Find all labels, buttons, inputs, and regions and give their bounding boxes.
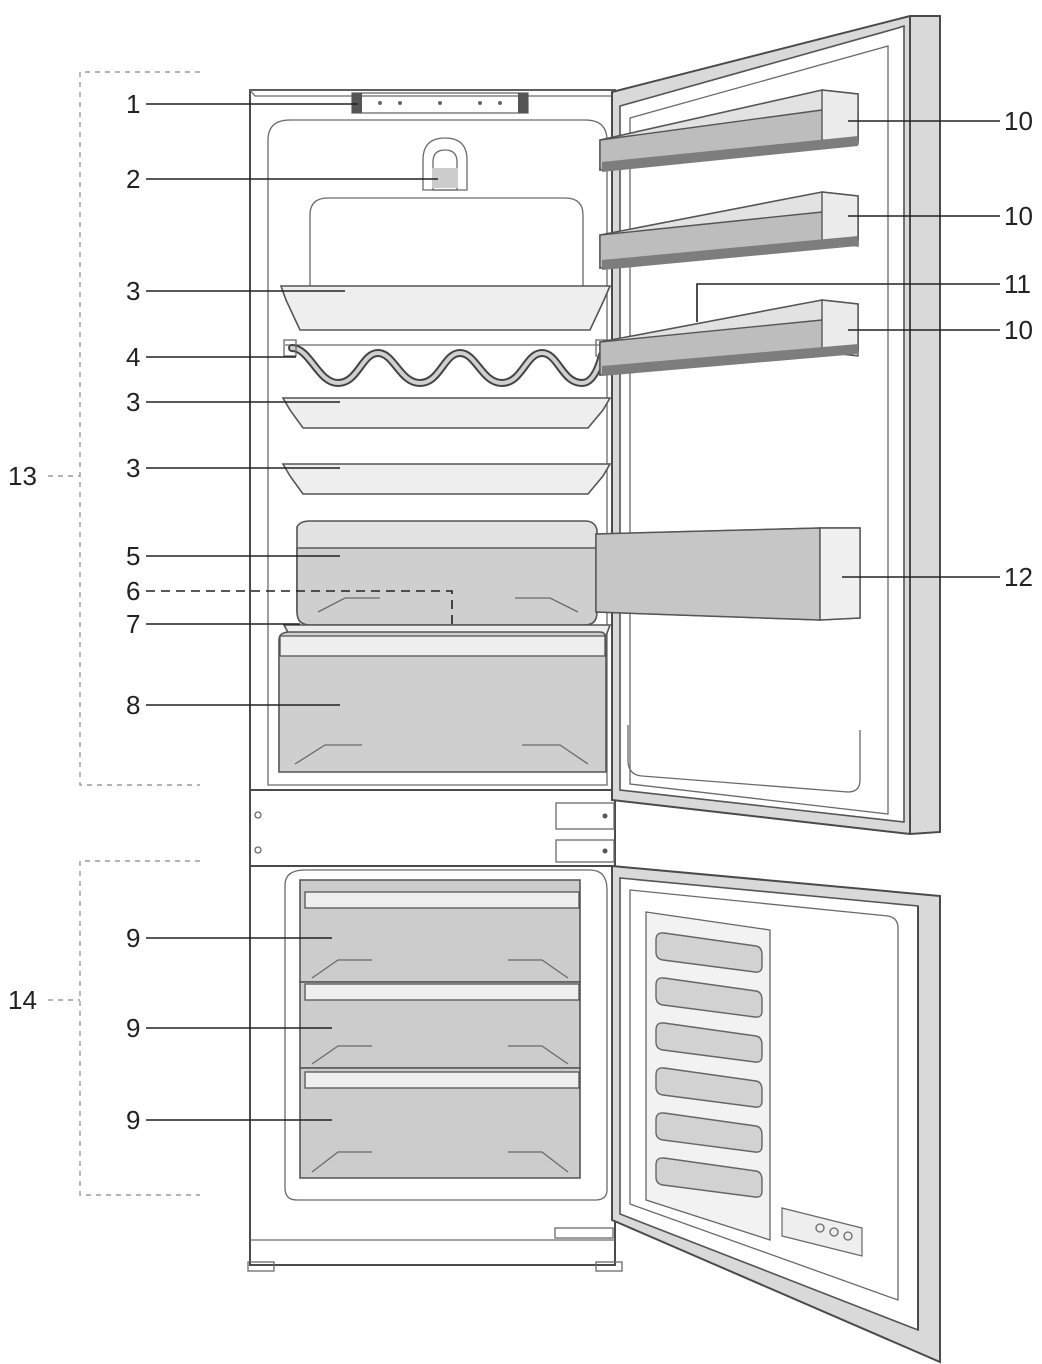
control-panel	[351, 92, 529, 114]
callout-5: 5	[126, 541, 140, 571]
freezer-compartment-bracket	[48, 860, 200, 1196]
callout-13: 13	[8, 461, 37, 491]
callout-10-middle: 10	[1004, 201, 1033, 231]
freezer-drawer-3	[299, 1067, 581, 1179]
callout-1: 1	[126, 89, 140, 119]
callout-6: 6	[126, 576, 140, 606]
callout-9-bottom: 9	[126, 1105, 140, 1135]
callout-4: 4	[126, 342, 140, 372]
callout-3-top: 3	[126, 276, 140, 306]
fridge-compartment-bracket	[48, 71, 200, 786]
freezer-drawer-1	[299, 879, 581, 983]
bottle-shelf	[595, 527, 861, 621]
callout-2: 2	[126, 164, 140, 194]
callout-8: 8	[126, 690, 140, 720]
door-bin-1	[599, 89, 859, 172]
callout-9-middle: 9	[126, 1013, 140, 1043]
glass-shelf-1	[279, 285, 612, 331]
crisper-drawer	[278, 631, 607, 773]
callout-3-bottom: 3	[126, 453, 140, 483]
callout-10-bottom: 10	[1004, 315, 1033, 345]
door-bin-2	[599, 191, 859, 270]
glass-shelf-3	[281, 463, 612, 495]
callout-3-middle: 3	[126, 387, 140, 417]
callout-9-top: 9	[126, 923, 140, 953]
callout-labels: 1 2 3 4 3 3 5 6 7 8 9 9 9 10 10 11 10 12…	[8, 89, 1033, 1135]
chiller-drawer	[296, 520, 598, 626]
callout-10-top: 10	[1004, 106, 1033, 136]
callout-12: 12	[1004, 562, 1033, 592]
callout-7: 7	[126, 609, 140, 639]
ice-pack-pockets	[655, 932, 763, 1198]
wine-rack	[283, 339, 609, 388]
callout-14: 14	[8, 985, 37, 1015]
callout-11: 11	[1004, 269, 1031, 299]
interior-light	[422, 137, 468, 191]
door-bin-3	[599, 299, 859, 376]
freezer-door	[611, 864, 941, 1364]
freezer-drawer-2	[299, 981, 581, 1069]
leader-lines	[146, 103, 1000, 1121]
glass-shelf-2	[281, 397, 612, 429]
